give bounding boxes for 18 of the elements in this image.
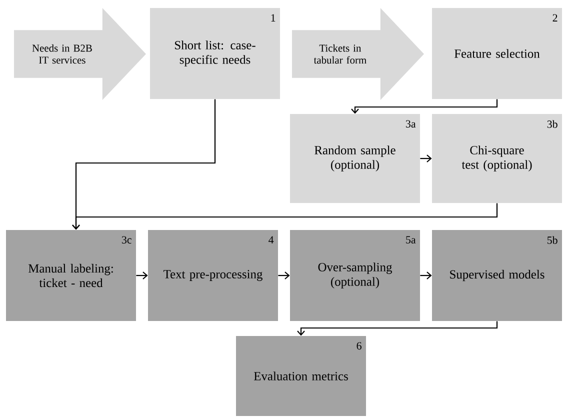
process-box: Text pre-processing 4 [148,230,278,321]
arrow [351,99,498,114]
process-box: Manual labeling: ticket - need 3c [6,230,136,321]
arrow [420,272,432,280]
process-box: Supervised models 5b [432,230,562,321]
process-box: Feature selection 2 [432,8,562,99]
arrow [278,272,290,280]
process-box: Over-sampling (optional) 5a [290,230,420,321]
process-box: Chi-square test (optional) 3b [432,114,562,203]
arrow [297,321,498,336]
process-box: Short list: case-specific needs 1 [150,8,280,99]
arrow [136,272,148,280]
arrow-shape-label: Tickets in tabular form [292,8,424,100]
process-box: Evaluation metrics 6 [236,336,366,416]
arrow-shape-label: Needs in B2B IT services [14,8,146,100]
process-box: Random sample (optional) 3a [290,114,420,203]
arrow [72,203,498,230]
arrow [420,154,432,162]
